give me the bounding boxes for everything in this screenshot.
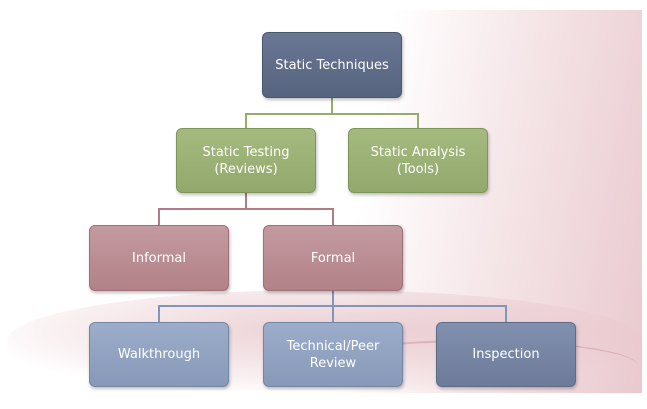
node-technical-peer-review: Technical/Peer Review: [263, 322, 403, 387]
connector: [158, 208, 160, 225]
node-sublabel: (Reviews): [214, 161, 278, 177]
node-inspection: Inspection: [436, 322, 576, 387]
node-label: Static Testing: [202, 144, 290, 160]
connector: [245, 193, 247, 209]
node-walkthrough: Walkthrough: [89, 322, 229, 387]
node-static-techniques: Static Techniques: [262, 32, 402, 98]
node-label: Inspection: [472, 347, 540, 362]
node-sublabel: (Tools): [396, 161, 440, 177]
node-label: Informal: [132, 250, 186, 266]
node-formal: Formal: [263, 225, 403, 291]
node-label: Formal: [310, 250, 356, 266]
node-static-analysis: Static Analysis (Tools): [348, 128, 488, 193]
connector: [158, 208, 334, 210]
connector: [245, 113, 247, 128]
connector: [332, 291, 334, 306]
node-informal: Informal: [89, 225, 229, 291]
connector: [417, 113, 419, 128]
node-label: Static Analysis: [370, 144, 466, 160]
node-label: Static Techniques: [275, 57, 389, 73]
connector: [332, 208, 334, 225]
node-static-testing: Static Testing (Reviews): [176, 128, 316, 193]
connector: [332, 305, 334, 322]
connector: [331, 98, 333, 114]
node-label: Walkthrough: [117, 347, 201, 362]
node-sublabel: Review: [309, 355, 357, 371]
connector: [245, 113, 419, 115]
connector: [505, 305, 507, 322]
node-label: Technical/Peer: [286, 338, 380, 354]
connector: [158, 305, 160, 322]
